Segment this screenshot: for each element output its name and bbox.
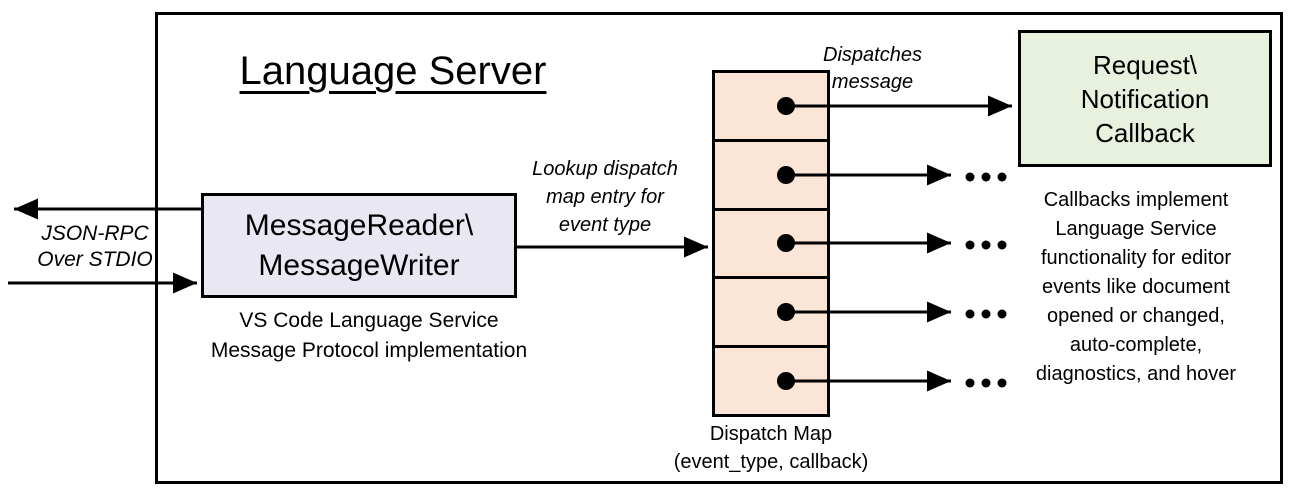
dispatches-message-label: Dispatches message: [790, 42, 955, 96]
dispatch-map-cell: [715, 345, 827, 414]
dispatch-map-caption-line2: (event_type, callback): [673, 451, 869, 473]
dispatches-label-line1: Dispatches: [823, 44, 922, 66]
callback-box-line1: Request\: [1092, 49, 1198, 80]
callbacks-note-line5: opened or changed,: [1047, 305, 1225, 327]
message-box-caption-line2: Message Protocol implementation: [210, 339, 528, 362]
callbacks-note-line7: diagnostics, and hover: [1035, 363, 1237, 385]
callbacks-note: Callbacks implement Language Service fun…: [1000, 186, 1272, 389]
callback-box-line2: Notification: [1080, 83, 1210, 114]
dispatch-map: [712, 70, 830, 417]
json-rpc-label-line2: Over STDIO: [37, 248, 153, 271]
callback-box-line3: Callback: [1095, 117, 1195, 148]
dispatch-map-cell: [715, 138, 827, 208]
json-rpc-label-line1: JSON-RPC: [41, 222, 149, 245]
lookup-dispatch-label: Lookup dispatch map entry for event type: [500, 155, 710, 239]
lookup-label-line1: Lookup dispatch: [532, 158, 678, 180]
diagram-title: Language Server: [239, 49, 547, 93]
dispatches-label-line2: message: [831, 71, 914, 93]
json-rpc-label: JSON-RPC Over STDIO: [15, 221, 175, 273]
dispatch-map-cell: [715, 276, 827, 346]
message-box-caption: VS Code Language Service Message Protoco…: [189, 306, 549, 366]
callbacks-note-line2: Language Service: [1055, 218, 1217, 240]
callbacks-note-line1: Callbacks implement: [1043, 189, 1229, 211]
message-box-line1: MessageReader\: [244, 208, 474, 242]
lookup-label-line3: event type: [558, 214, 652, 236]
dispatch-map-caption: Dispatch Map (event_type, callback): [640, 420, 902, 476]
callbacks-note-line3: functionality for editor: [1040, 247, 1232, 269]
dispatch-map-cell: [715, 73, 827, 139]
message-box-line2: MessageWriter: [258, 248, 460, 282]
dispatch-map-cell: [715, 207, 827, 277]
dispatch-map-caption-line1: Dispatch Map: [709, 423, 833, 445]
message-reader-writer-box: MessageReader\ MessageWriter: [201, 193, 517, 298]
callbacks-note-line6: auto-complete,: [1069, 334, 1203, 356]
callbacks-note-line4: events like document: [1042, 276, 1230, 298]
request-notification-callback-box: Request\ Notification Callback: [1018, 30, 1272, 167]
lookup-label-line2: map entry for: [546, 186, 664, 208]
message-box-caption-line1: VS Code Language Service: [239, 309, 499, 332]
